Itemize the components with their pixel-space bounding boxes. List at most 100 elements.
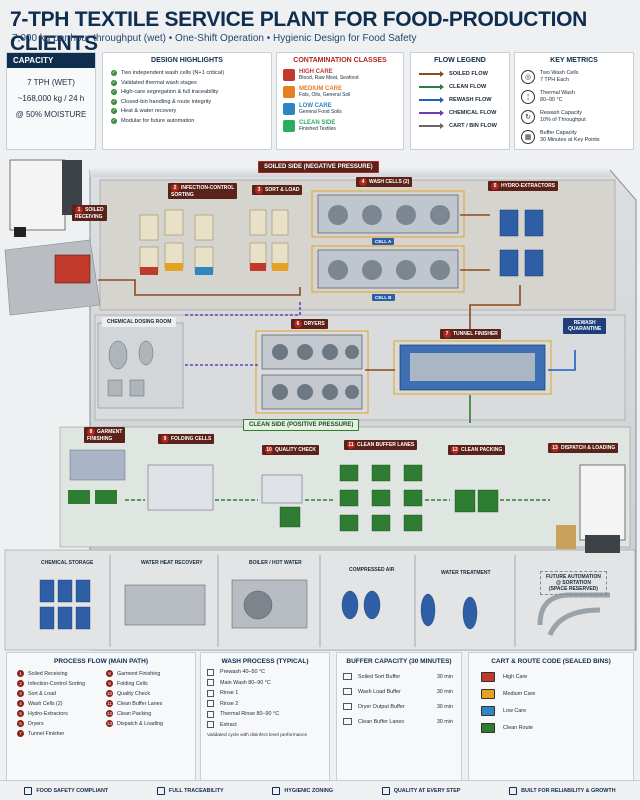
page-title: 7-TPH TEXTILE SERVICE PLANT FOR FOOD-PRO… [10,8,588,55]
bin-icon [481,706,495,716]
arrow-icon [419,96,444,103]
utility-label: WATER TREATMENT [441,570,491,576]
process-flow-heading: PROCESS FLOW (MAIN PATH) [53,658,148,665]
check-icon: ✓ [111,70,117,76]
footer-item: BUILT FOR RELIABILITY & GROWTH [509,786,616,795]
shield-icon [283,120,295,132]
utility-label: WATER HEAT RECOVERY [141,560,203,566]
wash-step: Rinse 2 [207,700,329,707]
wash-cell-b [311,245,465,293]
buffer-icon: ▦ [521,130,535,144]
legend-item: SOILED FLOW [419,70,509,77]
contamination-heading: CONTAMINATION CLASSES [293,57,387,64]
legend-item: REWASH FLOW [419,96,509,103]
buffer-icon [343,703,352,710]
dryers [255,330,369,414]
capacity-value: 7 TPH (WET) [27,78,75,87]
wash-step: Rinse 1 [207,689,329,697]
buffer-icon [343,673,352,680]
clean-zone-label: CLEAN SIDE (POSITIVE PRESSURE) [243,419,360,431]
route-item: High Care [481,672,633,682]
design-highlights-panel: DESIGN HIGHLIGHTS ✓Two independent wash … [102,52,272,150]
buffer-icon [343,688,352,695]
cell-b-label: CELL B [372,294,395,301]
footer-bar: FOOD SAFETY COMPLIANT FULL TRACEABILITY … [0,780,640,800]
footer-item: FOOD SAFETY COMPLIANT [24,786,108,795]
step-icon [207,700,214,707]
page-subtitle: 7,000 kg per hour throughput (wet) • One… [12,33,417,44]
flow-legend-heading: FLOW LEGEND [434,57,486,64]
arrow-icon [419,122,444,129]
plant-layout: SOILED SIDE (NEGATIVE PRESSURE) CLEAN SI… [0,155,640,655]
utility-label: COMPRESSED AIR [349,567,395,573]
step-icon [207,710,214,718]
barcode-icon [156,786,165,795]
flow-legend-panel: FLOW LEGEND SOILED FLOW CLEAN FLOW REWAS… [410,52,510,150]
route-item: Clean Route [481,723,633,733]
check-icon: ✓ [111,89,117,96]
cell-a-label: CELL A [372,238,395,245]
step-icon [207,668,214,676]
cart-route-panel: CART & ROUTE CODE (SEALED BINS) High Car… [468,652,634,782]
route-item: Medium Care [481,689,633,699]
highlight-item: ✓Closed-bin handling & route integrity [111,98,212,105]
recycle-icon: ↻ [521,110,535,124]
wash-step: Extract [207,721,329,728]
buffer-icon [343,718,352,725]
soiled-zone-label: SOILED SIDE (NEGATIVE PRESSURE) [258,161,379,173]
buffer-capacity-heading: BUFFER CAPACITY (30 MINUTES) [346,658,452,665]
footer-item: FULL TRACEABILITY [156,786,224,795]
step-icon [207,689,214,697]
bin-icon [481,723,495,733]
utility-label: FUTURE AUTOMATION @ SORTATION (SPACE RES… [540,571,607,595]
capacity-heading: CAPACITY [7,53,95,68]
wash-step: Prewash 40–50 °C [207,668,329,676]
highlight-item: ✓Validated thermal wash stages [111,79,197,86]
arrow-icon [419,83,444,90]
check-icon: ✓ [111,98,117,105]
design-highlights-heading: DESIGN HIGHLIGHTS [151,57,223,64]
check-icon [381,786,390,795]
legend-item: CLEAN FLOW [419,83,509,90]
wash-step: Main Wash 80–90 °C [207,679,329,686]
check-icon: ✓ [111,117,117,124]
outbound-truck [579,464,626,553]
legend-item: CHEMICAL FLOW [419,109,509,116]
biohazard-icon [283,69,295,81]
wash-process-panel: WASH PROCESS (TYPICAL) Prewash 40–50 °C … [200,652,330,782]
legend-item: CART / BIN FLOW [419,122,509,129]
arrow-icon [419,70,444,77]
check-icon: ✓ [111,108,117,115]
inbound-truck [9,159,82,237]
warning-icon [283,86,295,98]
highlight-item: ✓Heat & water recovery [111,108,177,115]
